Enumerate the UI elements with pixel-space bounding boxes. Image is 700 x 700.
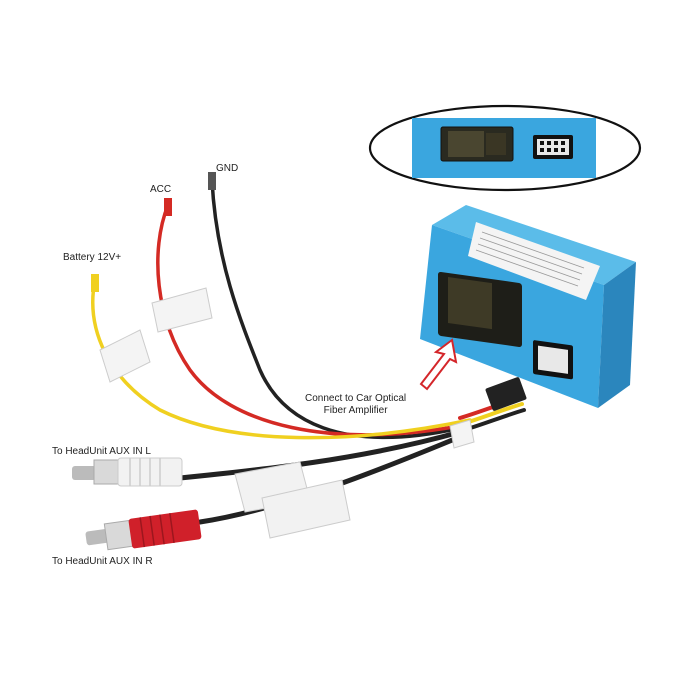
rca-plug-red	[85, 509, 202, 551]
optical-label-line1: Connect to Car Optical	[305, 393, 407, 404]
optical-label-line2: Fiber Amplifier	[323, 405, 388, 416]
battery-label: Battery 12V+	[63, 252, 122, 263]
gnd-label: GND	[216, 163, 239, 174]
aux-right-label: To HeadUnit AUX IN R	[52, 556, 153, 567]
optical-connection-label: Connect to Car Optical Fiber Amplifier	[305, 393, 406, 417]
connector-detail-inset	[368, 104, 642, 192]
aux-left-label: To HeadUnit AUX IN L	[52, 446, 151, 457]
fiber-decoder-module	[420, 205, 636, 408]
arrow-icon	[419, 338, 458, 391]
wire-tags	[99, 287, 475, 539]
acc-label: ACC	[150, 184, 172, 195]
rca-plug-white	[72, 457, 183, 487]
wire-terminals	[91, 172, 527, 411]
